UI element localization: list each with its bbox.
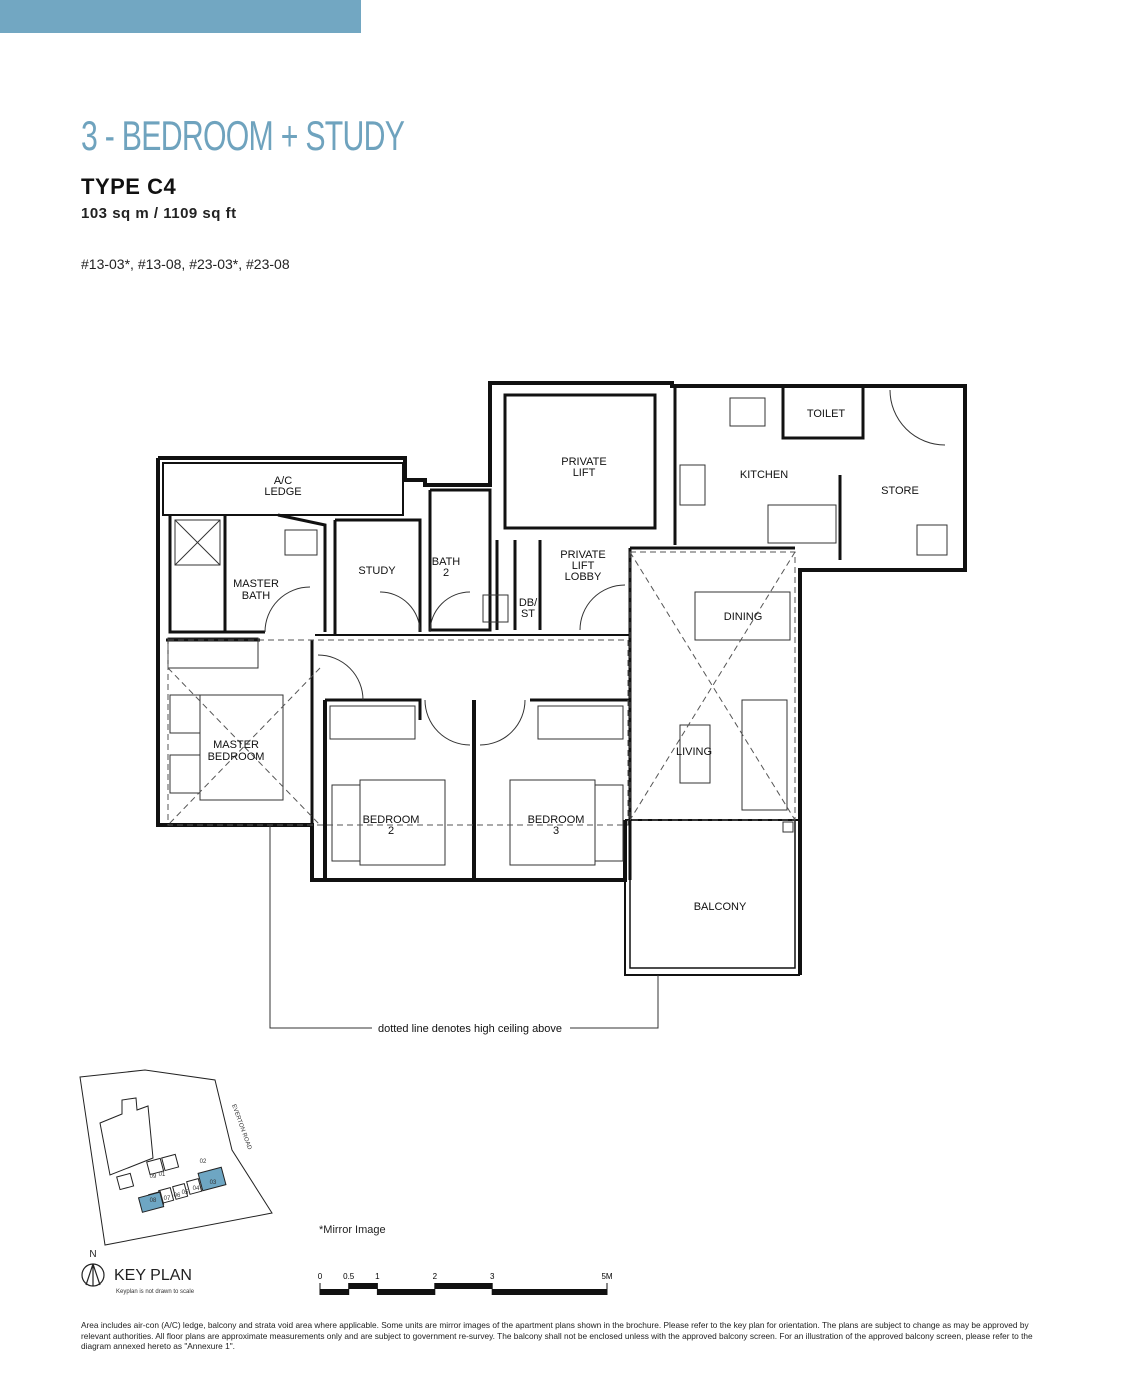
svg-text:04: 04 — [193, 1186, 200, 1192]
disclaimer: Area includes air-con (A/C) ledge, balco… — [81, 1320, 1033, 1351]
room-label: LIFT — [572, 560, 595, 572]
scale-tick-label: 0 — [318, 1272, 323, 1281]
scale-tick-label: 2 — [433, 1272, 438, 1281]
scale-bar: 0 0.5 1 2 3 5M — [318, 1272, 613, 1295]
room-label: 2 — [443, 567, 449, 579]
svg-text:09: 09 — [150, 1174, 157, 1180]
svg-text:06: 06 — [174, 1193, 181, 1199]
svg-text:01: 01 — [159, 1172, 166, 1178]
room-label: BALCONY — [694, 901, 747, 913]
room-label: 3 — [553, 825, 559, 837]
room-label: 2 — [388, 825, 394, 837]
svg-text:N: N — [89, 1249, 96, 1260]
room-label: LEDGE — [264, 486, 301, 498]
svg-text:07: 07 — [164, 1196, 171, 1202]
unit-area: 103 sq m / 1109 sq ft — [81, 205, 237, 222]
scale-segment — [320, 1289, 349, 1295]
room-label: TOILET — [807, 408, 846, 420]
key-plan-title: KEY PLAN — [114, 1267, 192, 1284]
room-label: DINING — [724, 611, 763, 623]
annotation-text: dotted line denotes high ceiling above — [378, 1023, 562, 1035]
scale-segment — [434, 1283, 493, 1289]
north-arrow: N — [81, 1249, 105, 1287]
room-label: BEDROOM — [208, 751, 265, 763]
room-label: STUDY — [358, 565, 396, 577]
room-label: LIVING — [676, 746, 712, 758]
unit-labels: 09 01 02 03 04 05 06 07 08 — [150, 1159, 217, 1204]
annotation-leader — [269, 825, 659, 1029]
scale-segment — [377, 1289, 435, 1295]
header-accent-bar — [0, 0, 361, 33]
scale-segment — [492, 1289, 607, 1295]
scale-segment — [348, 1283, 378, 1289]
room-label: LIFT — [573, 467, 596, 479]
mirror-note: *Mirror Image — [319, 1224, 386, 1236]
svg-text:08: 08 — [150, 1198, 157, 1204]
svg-text:03: 03 — [210, 1180, 217, 1186]
door-swings — [264, 389, 946, 746]
room-label: MASTER — [233, 578, 279, 590]
room-label: BATH — [432, 556, 461, 568]
room-label: BEDROOM — [528, 814, 585, 826]
room-label: LOBBY — [565, 571, 602, 583]
room-label: KITCHEN — [740, 469, 788, 481]
scale-tick-label: 5M — [601, 1272, 612, 1281]
walls — [156, 381, 967, 976]
scale-tick-label: 1 — [375, 1272, 380, 1281]
room-labels: A/C LEDGE PRIVATE LIFT TOILET KITCHEN ST… — [208, 408, 919, 913]
key-plan-note: Keyplan is not drawn to scale — [116, 1289, 195, 1295]
high-ceiling-dashed — [167, 551, 796, 826]
room-label: BEDROOM — [363, 814, 420, 826]
furniture — [167, 397, 948, 866]
svg-text:02: 02 — [200, 1159, 207, 1165]
page-title: 3 - BEDROOM + STUDY — [81, 112, 405, 159]
room-label: PRIVATE — [561, 456, 606, 468]
key-plan: 09 01 02 03 04 05 06 07 08 EVERTON ROAD — [79, 1069, 273, 1246]
room-label: STORE — [881, 485, 919, 497]
road-label: EVERTON ROAD — [230, 1104, 252, 1152]
svg-text:05: 05 — [182, 1190, 189, 1196]
scale-tick-label: 0.5 — [343, 1272, 355, 1281]
scale-tick-label: 3 — [490, 1272, 495, 1281]
room-label: BATH — [242, 590, 271, 602]
room-label: ST — [521, 608, 535, 620]
unit-numbers: #13-03*, #13-08, #23-03*, #23-08 — [81, 256, 290, 272]
unit-blocks — [116, 1153, 227, 1213]
room-label: DB/ — [519, 597, 538, 609]
room-label: PRIVATE — [560, 549, 605, 561]
unit-type: TYPE C4 — [81, 174, 177, 199]
room-label: MASTER — [213, 739, 259, 751]
room-label: A/C — [274, 475, 292, 487]
